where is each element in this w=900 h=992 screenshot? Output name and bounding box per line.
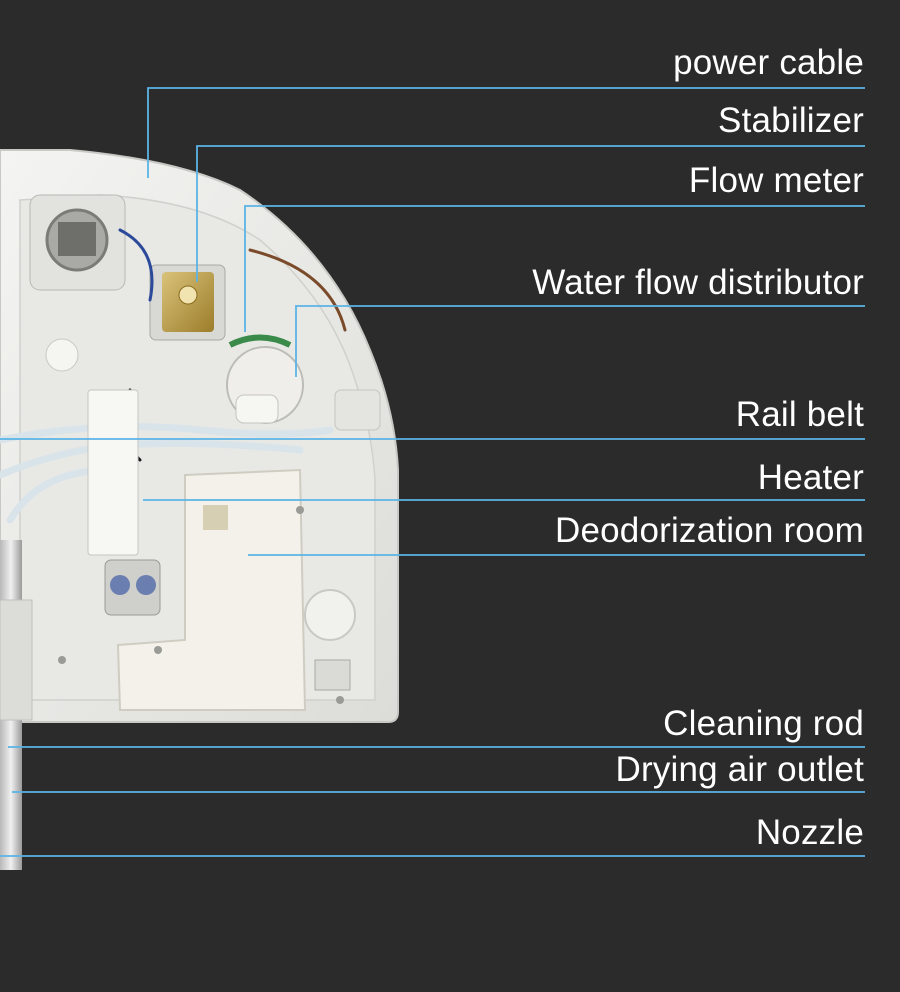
label-heater: Heater [757, 458, 864, 497]
water-flow-distributor-component [226, 334, 304, 424]
label-drying-air-outlet: Drying air outlet [615, 750, 864, 789]
housing-details [45, 338, 381, 704]
label-rail-belt: Rail belt [735, 395, 864, 434]
label-flow-meter: Flow meter [688, 161, 864, 200]
leader-line-stabilizer [196, 145, 865, 282]
flow-meter-component [149, 264, 226, 341]
label-deodorization-room: Deodorization room [554, 511, 864, 550]
heater-component [87, 389, 161, 616]
label-nozzle: Nozzle [755, 813, 864, 852]
label-power-cable: power cable [673, 43, 864, 82]
leader-line-power-cable [147, 87, 865, 178]
label-stabilizer: Stabilizer [718, 101, 864, 140]
leader-lines [0, 87, 865, 857]
stabilizer-component [29, 194, 126, 291]
label-water-flow-distributor: Water flow distributor [532, 263, 864, 302]
label-cleaning-rod: Cleaning rod [663, 704, 864, 743]
leader-line-flow-meter [244, 205, 865, 332]
leader-line-water-flow-distributor [295, 305, 865, 377]
deodorization-room-component [116, 468, 307, 711]
